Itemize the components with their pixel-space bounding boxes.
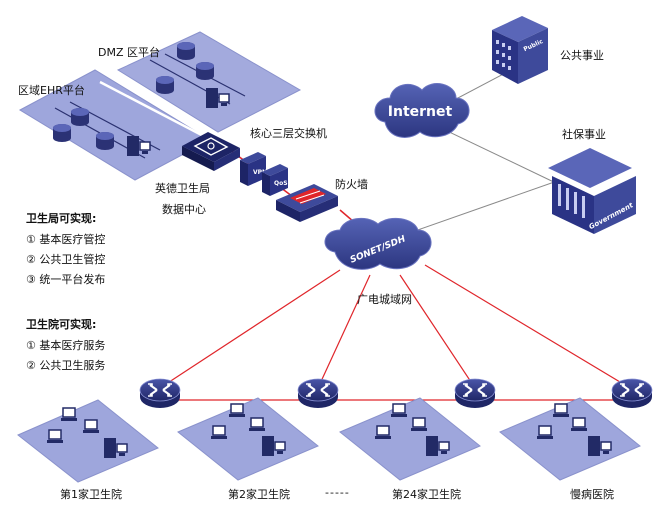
router-icon-4 [611,378,653,409]
platform-divider [99,80,216,144]
bureau-label-line1: 英德卫生局 [155,182,210,195]
vpn-label: VPN [253,169,267,176]
public-building-icon: Public [492,16,548,84]
router-icon-1 [139,378,181,409]
public-affairs-label: 公共事业 [560,49,604,62]
site-lan-24 [339,378,496,481]
qos-label: QoS [274,180,288,187]
clinic-panel-title: 卫生院可实现: [26,318,97,331]
ehr-label: 区域EHR平台 [18,84,85,97]
core-switch-icon [182,132,240,171]
router-icon-2 [297,378,339,409]
site-ellipsis: ----- [325,486,350,499]
firewall-label: 防火墙 [335,178,368,191]
dmz-platform [116,31,302,133]
internet-cloud-icon: Internet [374,83,470,138]
bureau-panel-item: ② 公共卫生管控 [26,253,106,266]
clinic-panel-item: ① 基本医疗服务 [26,339,106,352]
site-name-chronic: 慢病医院 [570,488,614,501]
bureau-panel-item: ③ 统一平台发布 [26,273,106,286]
social-security-label: 社保事业 [562,128,606,141]
router-icon-3 [454,378,496,409]
bureau-label-line2: 数据中心 [162,203,206,216]
vpn-device-icon: VPN [240,152,267,186]
site-name-2: 第2家卫生院 [228,488,290,501]
site-lan-2 [177,378,339,481]
sonet-cloud-icon: SONET/SDH [324,217,432,270]
metro-net-label: 广电城域网 [357,293,412,306]
site-lan-1 [17,378,181,483]
firewall-icon [276,184,338,222]
internet-label: Internet [388,104,453,120]
government-building-icon: Government [548,148,636,234]
site-name-1: 第1家卫生院 [60,488,122,501]
bureau-panel-title: 卫生局可实现: [26,212,97,225]
bureau-panel-item: ① 基本医疗管控 [26,233,106,246]
site-name-24: 第24家卫生院 [392,488,461,501]
dmz-label: DMZ 区平台 [98,46,160,59]
site-lan-chronic [499,378,653,481]
clinic-panel-item: ② 公共卫生服务 [26,359,106,372]
qos-device-icon: QoS [262,164,288,196]
core-switch-label: 核心三层交换机 [250,127,327,140]
